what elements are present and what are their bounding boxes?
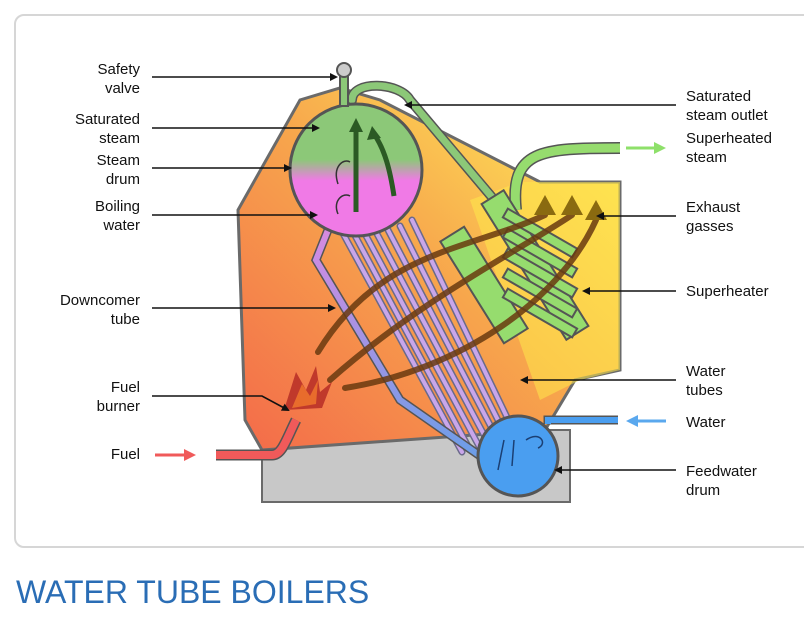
page-title: WATER TUBE BOILERS bbox=[16, 574, 370, 610]
label-feedwater-drum: Feedwater drum bbox=[686, 463, 757, 499]
label-water: Water bbox=[686, 414, 726, 431]
label-fuel: Fuel bbox=[110, 446, 140, 463]
label-superheated-steam: Superheated steam bbox=[686, 130, 772, 166]
label-exhaust-gasses: Exhaust gasses bbox=[686, 199, 741, 235]
label-steam-drum: Steam drum bbox=[96, 152, 140, 188]
label-downcomer-tube: Downcomer tube bbox=[59, 292, 140, 328]
flue-gas-arrows bbox=[315, 212, 599, 391]
water-arrow bbox=[626, 415, 666, 427]
superheater bbox=[438, 142, 621, 345]
label-boiling-water: Boiling water bbox=[94, 198, 140, 234]
safety-valve bbox=[336, 62, 352, 107]
label-fuel-burner: Fuel burner bbox=[96, 379, 140, 415]
fuel-burner-flame bbox=[284, 366, 332, 410]
boiler-diagram bbox=[152, 62, 676, 503]
label-saturated-steam-outlet: Saturated steam outlet bbox=[686, 88, 768, 124]
label-saturated-steam: Saturated steam bbox=[74, 111, 140, 147]
superheated-steam-arrow bbox=[626, 142, 666, 154]
leader-lines bbox=[152, 73, 676, 474]
label-water-tubes: Water tubes bbox=[686, 363, 726, 399]
feedwater-drum bbox=[476, 414, 560, 498]
label-superheater: Superheater bbox=[686, 283, 769, 300]
fuel-arrow bbox=[155, 449, 196, 461]
label-safety-valve: Safety valve bbox=[97, 61, 140, 97]
